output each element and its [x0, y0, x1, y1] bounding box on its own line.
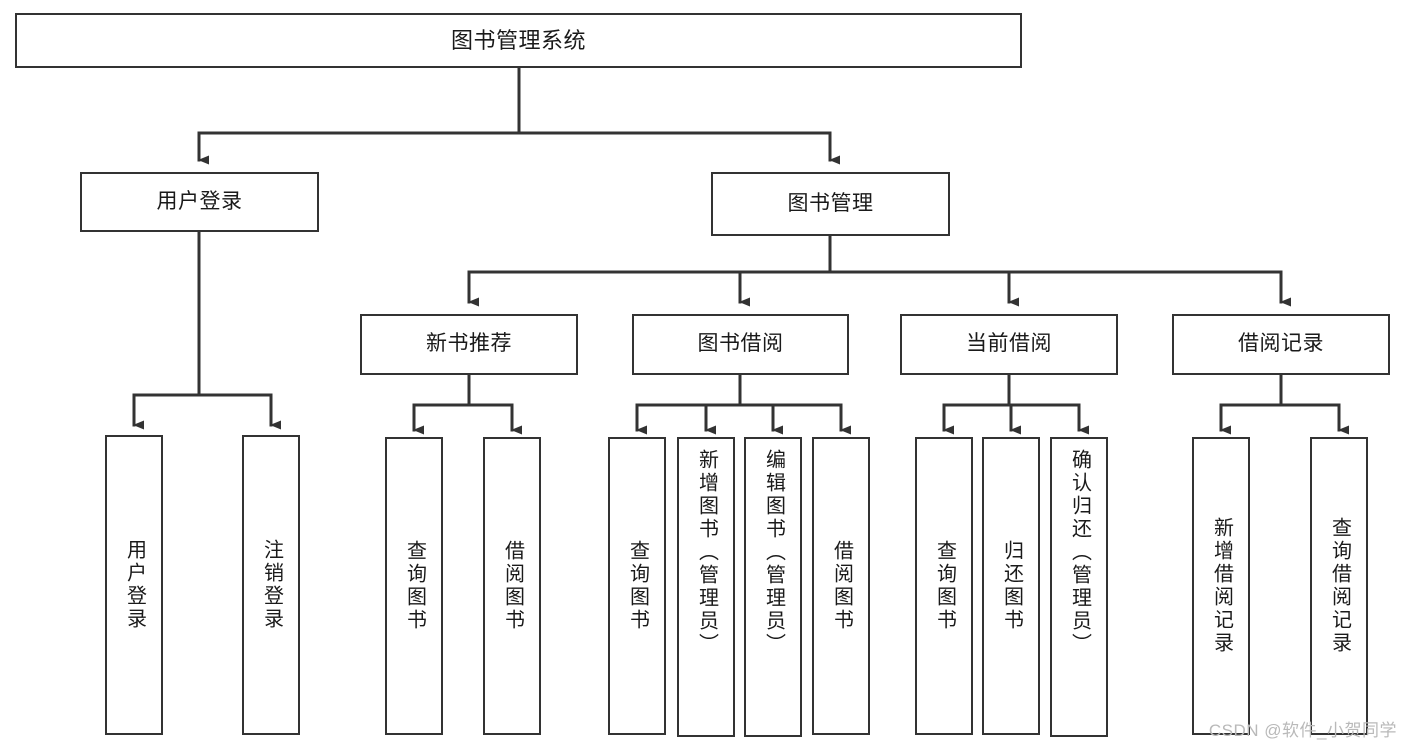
node-current-borrow[interactable]: 当前借阅	[900, 314, 1118, 375]
node-leaf-add-record[interactable]: 新增借阅记录	[1192, 437, 1250, 735]
node-label: 借阅图书	[830, 540, 853, 632]
node-label: 图书管理系统	[450, 27, 586, 53]
node-leaf-query-record[interactable]: 查询借阅记录	[1310, 437, 1368, 735]
node-book-borrow[interactable]: 图书借阅	[632, 314, 849, 375]
node-leaf-return-book[interactable]: 归还图书	[982, 437, 1040, 735]
node-leaf-query-book-3[interactable]: 查询图书	[915, 437, 973, 735]
node-book-manage[interactable]: 图书管理	[711, 172, 950, 236]
node-label: 借阅图书	[501, 540, 524, 632]
node-label: 图书借阅	[697, 332, 784, 356]
node-label: 借阅记录	[1238, 332, 1324, 356]
node-leaf-query-book-2[interactable]: 查询图书	[608, 437, 666, 735]
node-leaf-borrow-book-2[interactable]: 借阅图书	[812, 437, 870, 735]
node-leaf-borrow-book-1[interactable]: 借阅图书	[483, 437, 541, 735]
node-label: 用户登录	[156, 189, 243, 213]
node-label: 当前借阅	[966, 332, 1052, 356]
node-root-system[interactable]: 图书管理系统	[15, 13, 1022, 68]
node-leaf-user-login[interactable]: 用户登录	[105, 435, 163, 735]
node-label: 确认归还（管理员）	[1068, 449, 1091, 656]
node-label: 查询图书	[933, 540, 956, 632]
node-leaf-query-book-1[interactable]: 查询图书	[385, 437, 443, 735]
node-user-login[interactable]: 用户登录	[80, 172, 319, 232]
node-borrow-record[interactable]: 借阅记录	[1172, 314, 1390, 375]
node-label: 归还图书	[1000, 540, 1023, 632]
node-label: 查询图书	[403, 540, 426, 632]
node-leaf-edit-book[interactable]: 编辑图书（管理员）	[744, 437, 802, 737]
node-leaf-add-book[interactable]: 新增图书（管理员）	[677, 437, 735, 737]
node-label: 新增借阅记录	[1210, 517, 1233, 655]
node-label: 图书管理	[787, 191, 874, 215]
node-label: 新增图书（管理员）	[695, 449, 718, 656]
node-label: 查询借阅记录	[1328, 517, 1351, 655]
node-leaf-confirm-return[interactable]: 确认归还（管理员）	[1050, 437, 1108, 737]
node-label: 新书推荐	[426, 332, 512, 356]
node-new-book-recommend[interactable]: 新书推荐	[360, 314, 578, 375]
node-label: 注销登录	[260, 539, 283, 631]
node-label: 查询图书	[626, 540, 649, 632]
csdn-watermark: CSDN @软件_小贺同学	[1208, 721, 1397, 740]
node-leaf-logout-login[interactable]: 注销登录	[242, 435, 300, 735]
node-label: 编辑图书（管理员）	[762, 449, 785, 656]
node-label: 用户登录	[123, 539, 146, 631]
